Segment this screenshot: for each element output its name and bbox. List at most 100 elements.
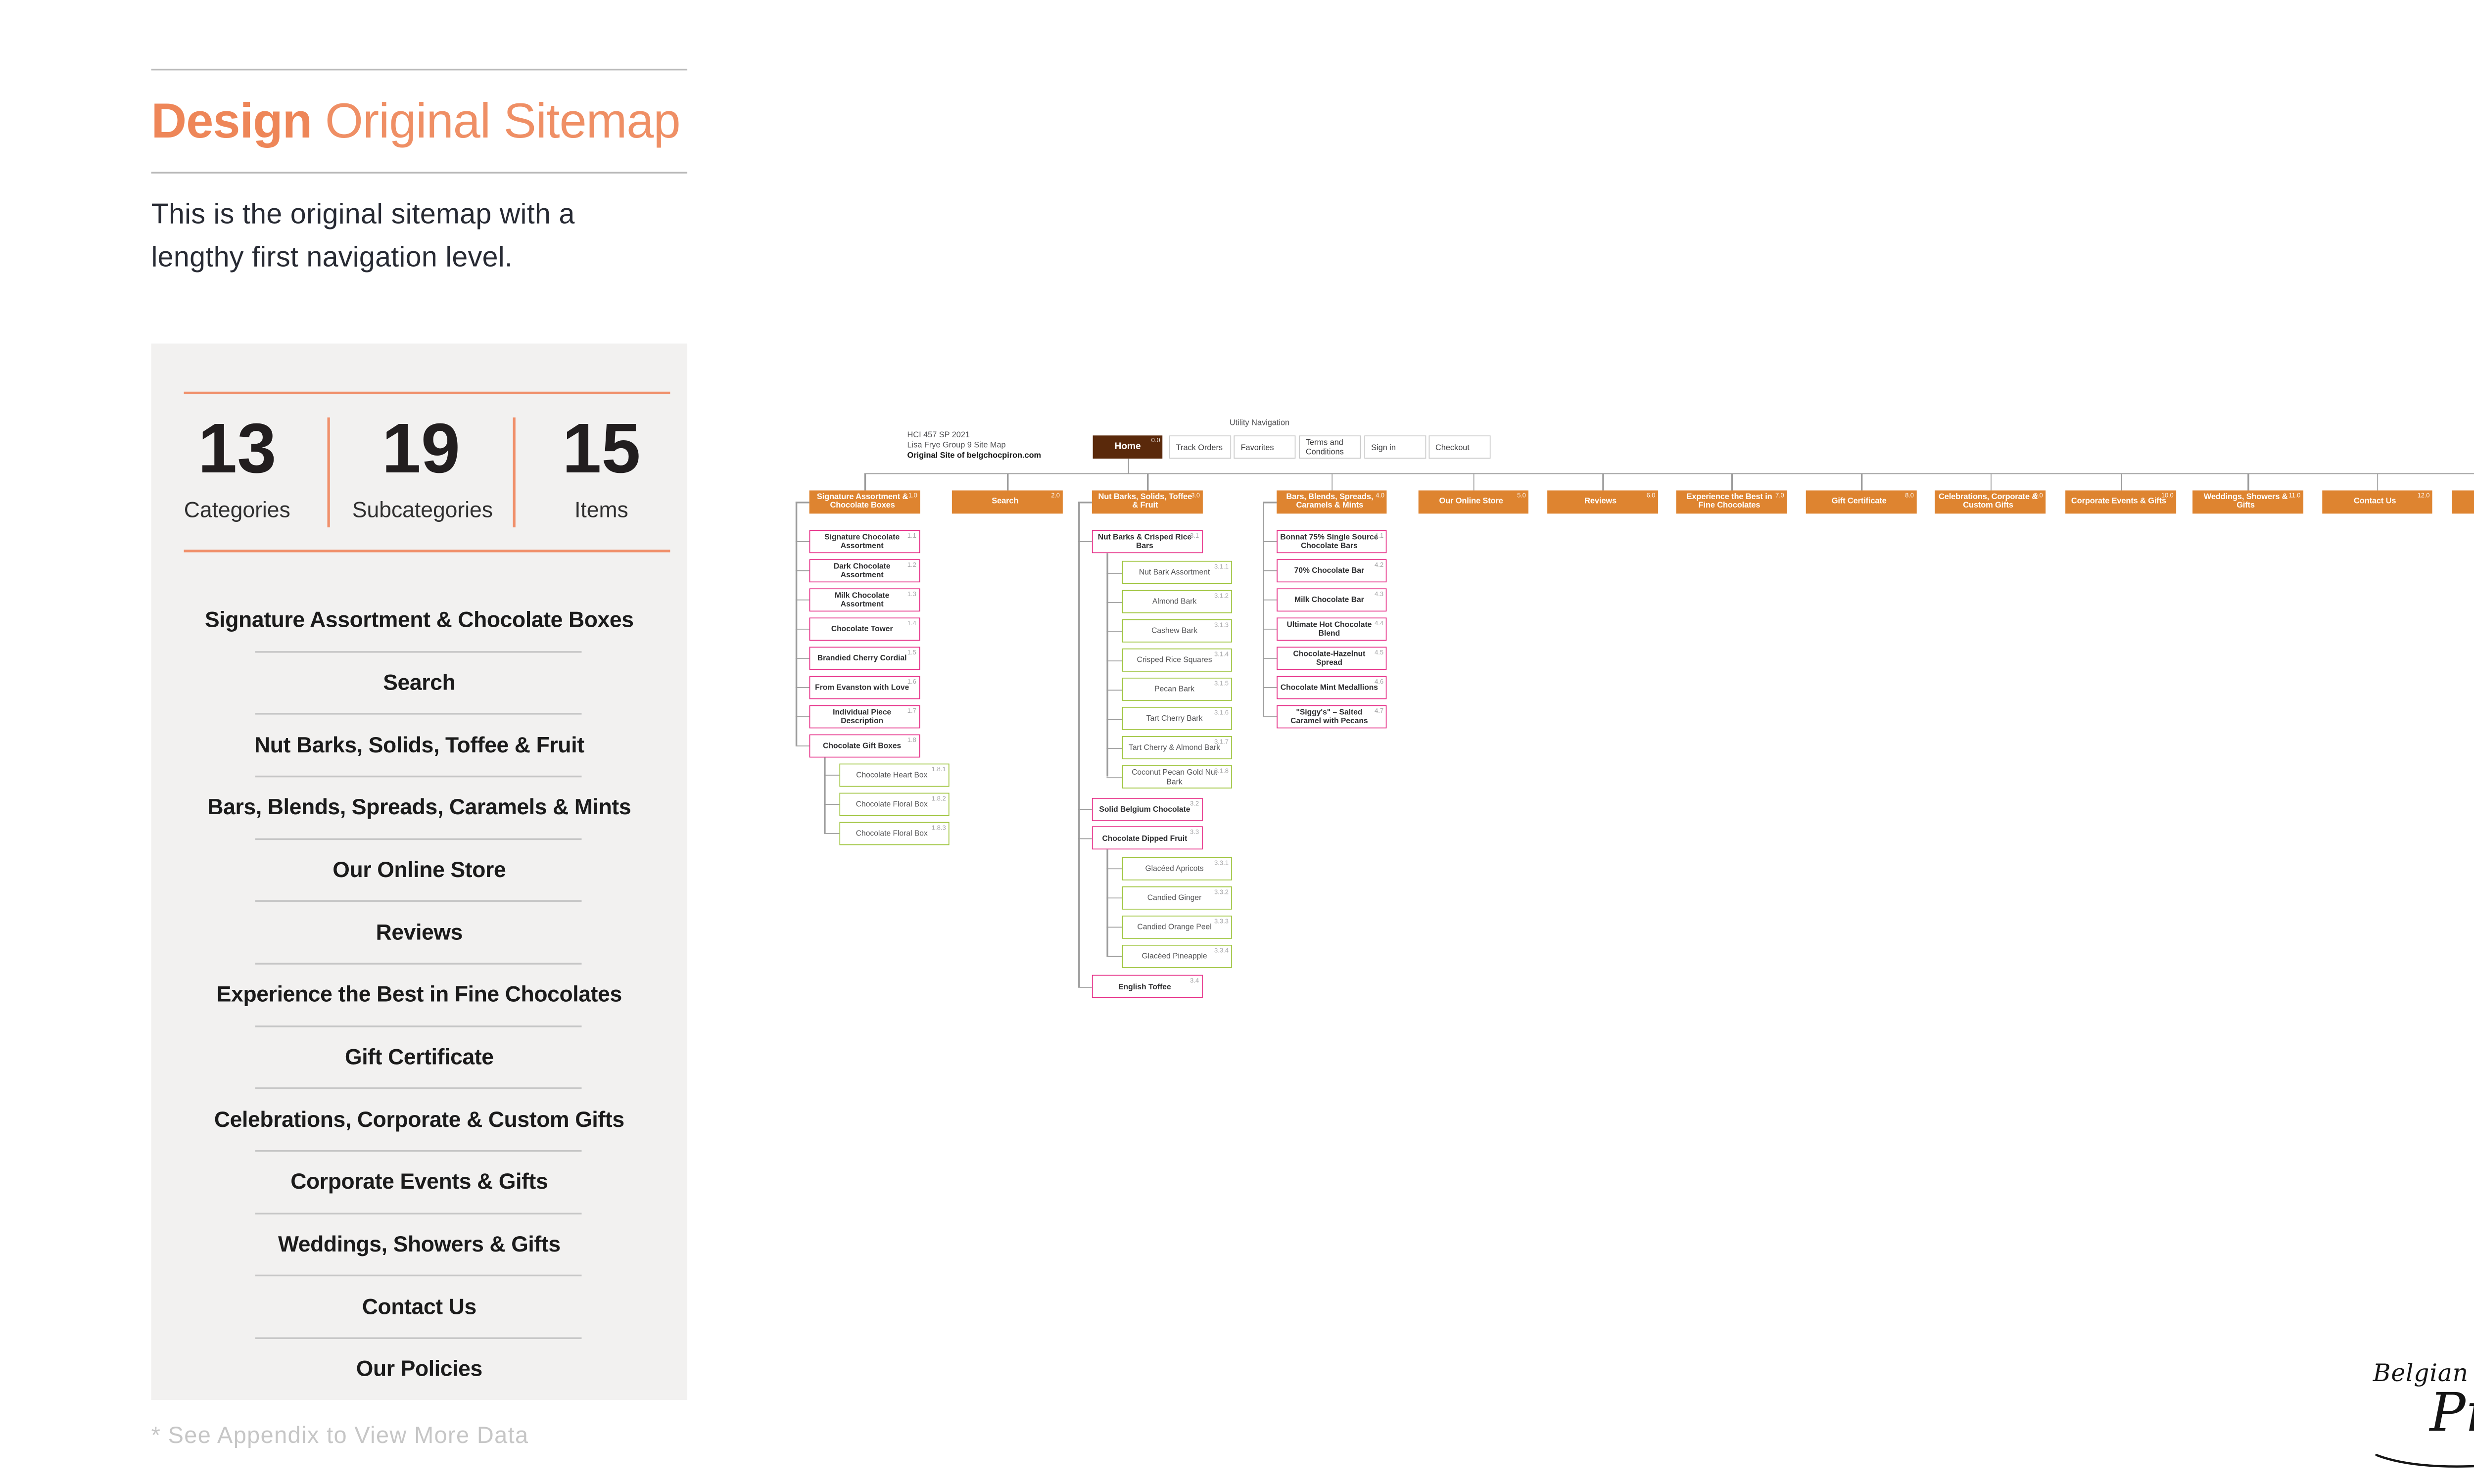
connector-category-stub [1473,473,1475,491]
page-title-light: Original Sitemap [325,93,681,149]
connector-item-spine [1107,849,1108,956]
sitemap-subcategory-4.5-number: 4.5 [1375,648,1384,656]
sitemap-item-3.1.4-label: Crisped Rice Squares [1137,655,1212,664]
sitemap-item-3.1.6-number: 3.1.6 [1214,708,1229,717]
stat-divider [513,417,516,528]
connector-branch [1263,687,1277,689]
sitemap-category-11.0-number: 11.0 [2288,491,2301,499]
sitemap-subcategory-1.1-number: 1.1 [907,531,916,540]
connector-category-stub [2377,473,2379,491]
sitemap-category-4.0-label: Bars, Blends, Spreads, Caramels & Mints [1286,492,1374,511]
sitemap-category-11.0-label: Weddings, Showers & Gifts [2203,492,2288,511]
description-line: This is the original sitemap with a [151,197,575,230]
connector-item-spine [1107,553,1108,777]
connector-branch [1078,502,1093,503]
sitemap-item-3.1.8-number: 3.1.8 [1214,767,1229,775]
sitemap-subcategory-1.6-label: From Evanston with Love [815,683,909,692]
sitemap-category-4.0-number: 4.0 [1376,491,1384,499]
sitemap-subcategory-4.5-label: Chocolate-Hazelnut Spread [1293,649,1366,667]
connector-item-branch [1107,956,1122,957]
sitemap-subcategory-1.4-label: Chocolate Tower [831,624,893,634]
sitemap-meta-line: Original Site of belgchocpiron.com [907,450,1041,460]
sitemap-subcategory-1.4-number: 1.4 [907,619,916,627]
category-list-item: Our Online Store [333,858,506,882]
connector-branch [1263,629,1277,630]
sitemap-category-7.0-label: Experience the Best in Fine Chocolates [1686,492,1772,511]
connector-branch [1263,541,1277,543]
sitemap-category-6.0-number: 6.0 [1646,491,1656,499]
sitemap-subcategory-3.4-number: 3.4 [1190,976,1199,985]
sitemap-category-13.0: Our Policies13.0 [2451,490,2474,514]
sitemap-subcategory-1.5-number: 1.5 [907,648,916,656]
sitemap-item-1.8.1-number: 1.8.1 [931,765,946,773]
sitemap-subcategory-3.3-label: Chocolate Dipped Fruit [1102,834,1188,843]
stats-bottom-rule [184,550,670,552]
connector-branch [796,687,809,689]
connector-item-branch [824,833,840,835]
sitemap-home-label: Home [1114,442,1141,452]
stat-subcategories-value: 19 [381,410,460,488]
stat-categories-label: Categories [184,498,290,522]
sitemap-category-6.0-label: Reviews [1584,496,1617,506]
category-list-divider [255,1337,582,1339]
sitemap-subcategory-4.7-label: "Siggy's" – Salted Caramel with Pecans [1290,708,1368,725]
sitemap-subcategory-3.3-number: 3.3 [1190,828,1199,836]
summary-panel [151,343,688,1400]
sitemap-subcategory-4.6-label: Chocolate Mint Medallions [1280,683,1378,692]
sitemap-subcategory-1.3-label: Milk Chocolate Assortment [835,591,890,608]
sitemap-subcategory-1.2-number: 1.2 [907,560,916,569]
sitemap-subcategory-4.4-number: 4.4 [1375,619,1384,627]
connector-branch [796,570,809,572]
sitemap-subcategory-4.6-number: 4.6 [1375,677,1384,686]
connector-item-branch [1107,927,1122,928]
sitemap-item-1.8.3-number: 1.8.3 [931,823,946,832]
category-list-divider [255,713,582,715]
sitemap-subcategory-1.7-label: Individual Piece Description [833,708,892,725]
sitemap-item-3.1.8-label: Coconut Pecan Gold Nut Bark [1132,768,1217,786]
utility-nav-favorites-label: Favorites [1240,442,1274,452]
connector-branch [1263,502,1277,503]
stat-subcategories: 19 Subcategories [352,410,493,523]
utility-nav-favorites: Favorites [1234,435,1296,459]
category-list-item: Our Policies [356,1357,483,1382]
sitemap-subcategory-4.3-number: 4.3 [1375,590,1384,598]
connector-branch [1263,716,1277,718]
connector-category-stub [1007,473,1008,491]
connector-branch [1263,600,1277,601]
sitemap-subcategory-3.1-label: Nut Barks & Crisped Rice Bars [1097,532,1192,550]
page-title: Design Original Sitemap [151,93,681,150]
stat-divider [327,417,330,528]
utility-nav-track-orders-label: Track Orders [1176,442,1223,452]
utility-nav-terms-and-conditions-label: Terms and Conditions [1305,437,1344,457]
connector-category-stub [1147,473,1148,491]
category-list-divider [255,650,582,653]
connector-item-branch [1107,718,1122,720]
sitemap-item-3.1.4-number: 3.1.4 [1214,650,1229,658]
sitemap-subcategory-4.2-label: 70% Chocolate Bar [1294,566,1365,575]
category-list-item: Bars, Blends, Spreads, Caramels & Mints [207,795,631,820]
category-list-item: Weddings, Showers & Gifts [278,1232,561,1257]
utility-nav-sign-in: Sign in [1364,435,1426,459]
sitemap-item-3.3.2-label: Candied Ginger [1147,893,1202,902]
utility-nav-checkout-label: Checkout [1435,442,1470,452]
